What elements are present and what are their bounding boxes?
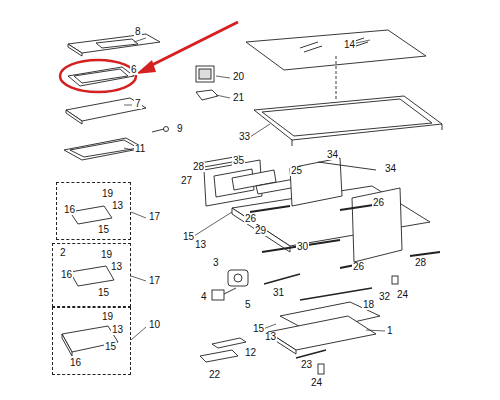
callout-number: 13 <box>111 201 124 211</box>
callout-number: 5 <box>244 300 252 310</box>
callout-number: 20 <box>232 72 245 82</box>
callout-number: 14 <box>343 40 356 50</box>
callout-number: 9 <box>176 124 184 134</box>
callout-number: 8 <box>134 27 142 37</box>
callout-number: 17 <box>148 276 161 286</box>
callout-number: 30 <box>296 242 309 252</box>
callout-number: 25 <box>290 166 303 176</box>
callout-number: 22 <box>208 370 221 380</box>
callout-number: 18 <box>362 300 375 310</box>
callout-number: 1 <box>386 326 394 336</box>
callout-number: 4 <box>200 292 208 302</box>
callout-number: 13 <box>194 240 207 250</box>
callout-number: 26 <box>372 198 385 208</box>
callout-number: 35 <box>232 156 245 166</box>
callout-number: 13 <box>264 332 277 342</box>
callout-number: 15 <box>97 288 110 298</box>
callout-number: 33 <box>238 132 251 142</box>
callout-number: 34 <box>326 150 339 160</box>
callout-number: 19 <box>101 189 114 199</box>
callout-number: 15 <box>104 342 117 352</box>
callout-number: 10 <box>148 320 161 330</box>
callout-number: 29 <box>254 226 267 236</box>
callout-number: 19 <box>100 250 113 260</box>
callout-number: 23 <box>300 360 313 370</box>
callout-number: 16 <box>69 358 82 368</box>
callout-number: 2 <box>59 248 67 258</box>
callout-number: 15 <box>97 225 110 235</box>
callout-number: 31 <box>272 288 285 298</box>
callout-number: 26 <box>352 262 365 272</box>
callout-number: 11 <box>134 144 146 154</box>
callout-number: 16 <box>63 205 76 215</box>
callout-number: 28 <box>414 258 427 268</box>
callout-number: 26 <box>244 214 257 224</box>
dashed-group-box: 2 19 13 16 15 <box>52 243 131 307</box>
callout-number: 17 <box>148 212 161 222</box>
callout-number: 7 <box>134 99 142 109</box>
callout-number: 27 <box>180 176 193 186</box>
callout-number: 6 <box>130 65 138 75</box>
callout-number: 13 <box>111 325 124 335</box>
callout-number: 32 <box>378 292 391 302</box>
callout-number: 13 <box>110 262 123 272</box>
callout-number: 21 <box>232 93 245 103</box>
callout-number: 12 <box>244 348 257 358</box>
dashed-group-box: 19 13 15 16 <box>52 307 131 375</box>
callout-number: 19 <box>101 312 114 322</box>
callout-number: 28 <box>192 162 205 172</box>
callout-number: 24 <box>396 290 409 300</box>
callout-number: 34 <box>384 164 397 174</box>
callout-number: 16 <box>60 270 73 280</box>
dashed-group-box: 19 13 16 15 <box>56 182 131 240</box>
callout-number: 24 <box>310 378 323 388</box>
callout-number: 3 <box>212 258 220 268</box>
